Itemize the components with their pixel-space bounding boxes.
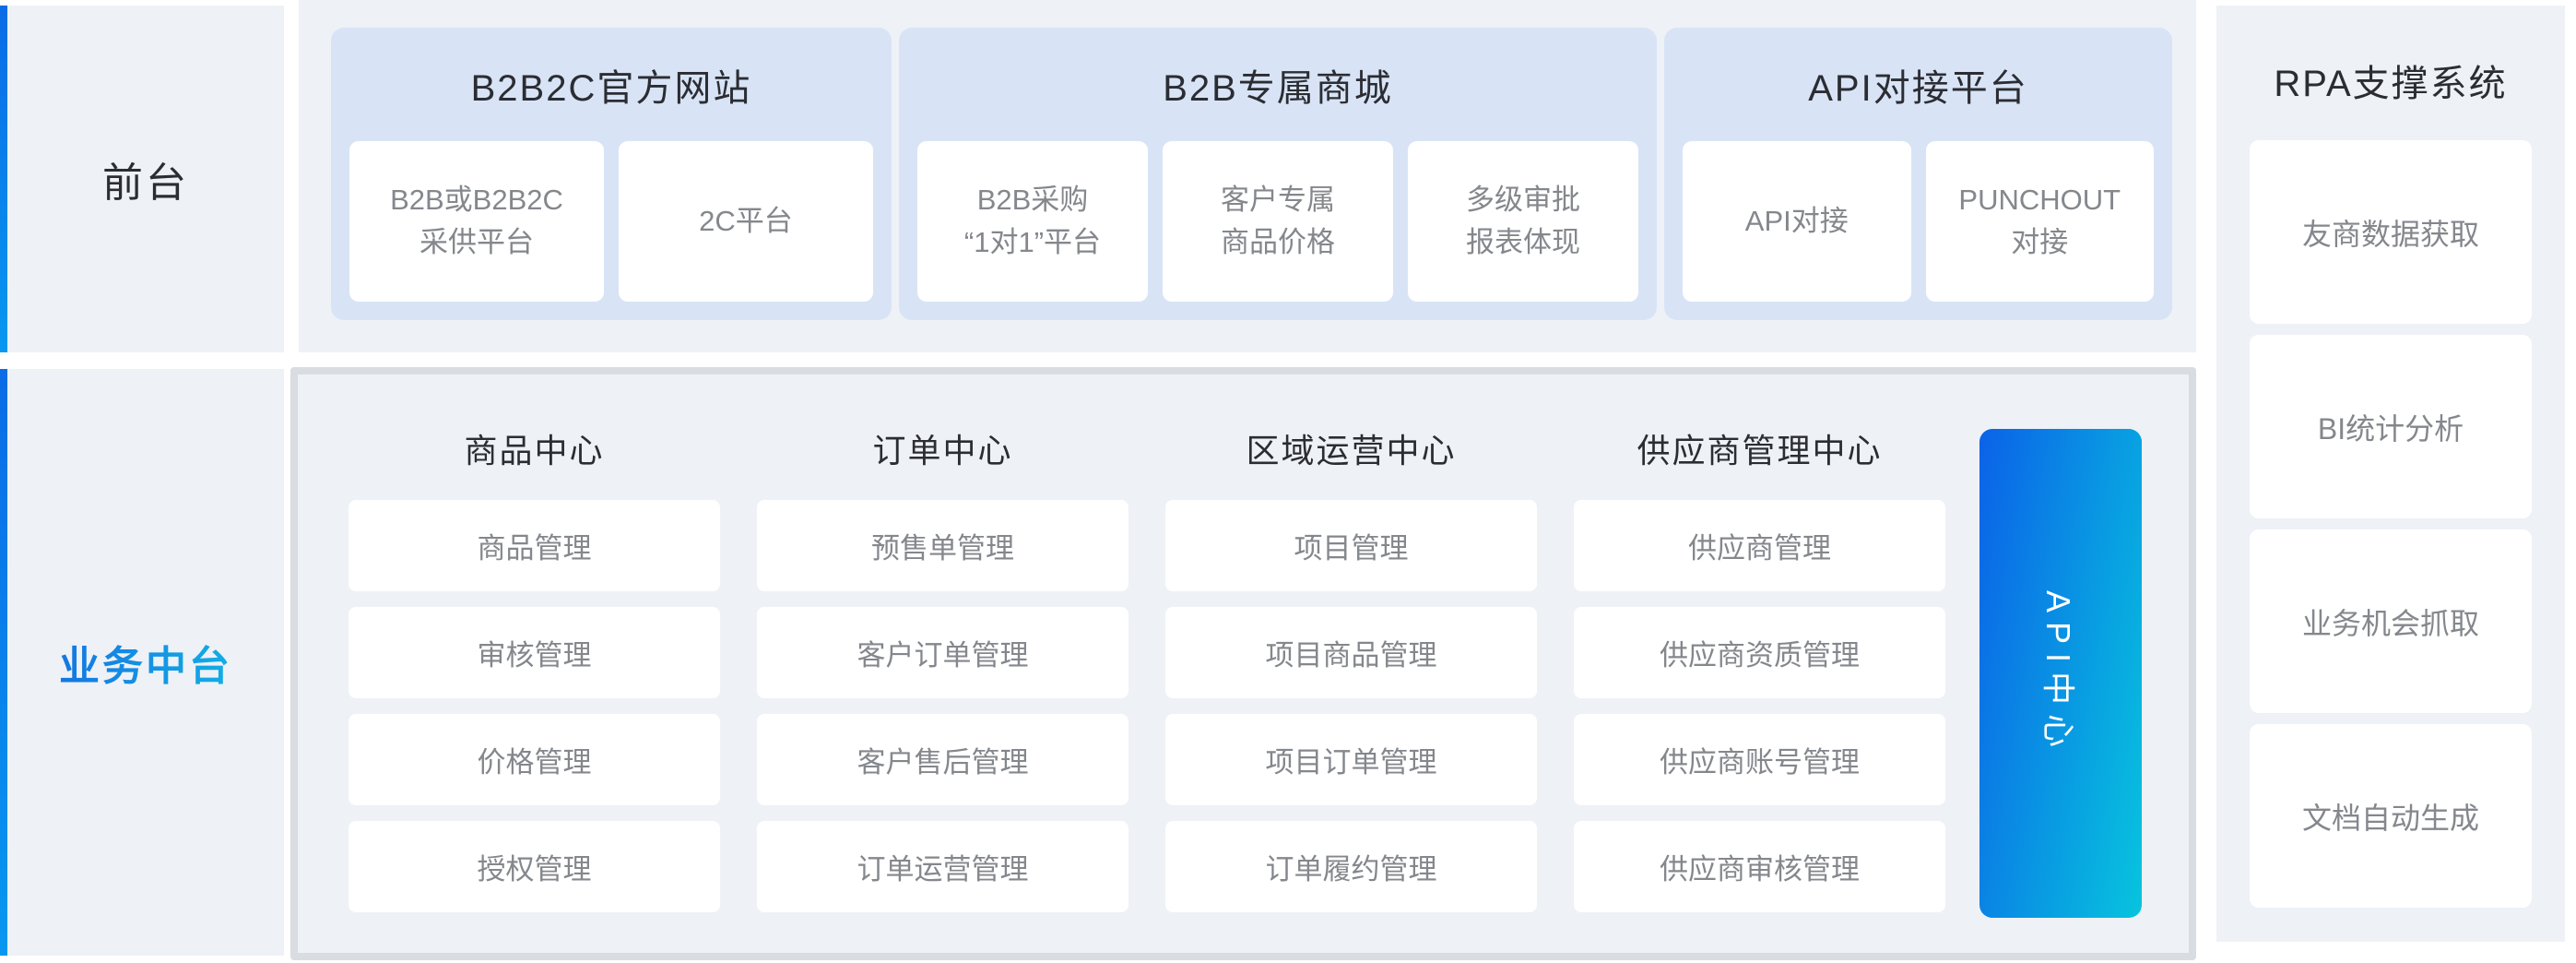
center-card-project-mgmt: 项目管理 (1165, 500, 1537, 591)
rpa-card-doc-autogen: 文档自动生成 (2250, 724, 2532, 908)
front-card-api-connect: API对接 (1683, 141, 1911, 302)
group-cards: B2B采购 “1对1”平台 客户专属 商品价格 多级审批 报表体现 (917, 141, 1638, 302)
rpa-support-panel: RPA支撑系统 友商数据获取 BI统计分析 业务机会抓取 文档自动生成 (2216, 6, 2565, 942)
group-b2b-mall: B2B专属商城 B2B采购 “1对1”平台 客户专属 商品价格 多 (899, 28, 1657, 320)
rpa-card-bi-analysis: BI统计分析 (2250, 335, 2532, 518)
group-title: B2B专属商城 (1163, 67, 1393, 109)
middle-accent-bar (0, 369, 7, 956)
column-goods-center: 商品中心 商品管理 审核管理 价格管理 授权管理 (349, 374, 720, 953)
middle-stage-label: 业务中台 (7, 369, 284, 956)
front-stage-label: 前台 (102, 160, 189, 206)
front-card-b2b-supply-platform: B2B或B2B2C 采供平台 (349, 141, 604, 302)
column-title: 商品中心 (464, 432, 605, 470)
column-region-operation-center: 区域运营中心 项目管理 项目商品管理 项目订单管理 订单履约管理 (1165, 374, 1537, 953)
center-card-customer-aftersale-mgmt: 客户售后管理 (757, 714, 1128, 805)
column-order-center: 订单中心 预售单管理 客户订单管理 客户售后管理 订单运营管理 (757, 374, 1128, 953)
center-card-review-mgmt: 审核管理 (349, 607, 720, 698)
front-card-multilevel-approval: 多级审批 报表体现 (1408, 141, 1638, 302)
column-title: 订单中心 (872, 432, 1013, 470)
center-card-supplier-account-mgmt: 供应商账号管理 (1574, 714, 1945, 805)
rpa-card-business-opportunity: 业务机会抓取 (2250, 529, 2532, 713)
group-b2b2c-website: B2B2C官方网站 B2B或B2B2C 采供平台 2C平台 (331, 28, 892, 320)
center-card-goods-mgmt: 商品管理 (349, 500, 720, 591)
rpa-card-competitor-data: 友商数据获取 (2250, 140, 2532, 324)
center-card-customer-order-mgmt: 客户订单管理 (757, 607, 1128, 698)
api-center-label: API中心 (2039, 589, 2077, 757)
front-card-punchout: PUNCHOUT 对接 (1925, 141, 2154, 302)
column-title: 区域运营中心 (1246, 432, 1457, 470)
center-card-order-fulfillment-mgmt: 订单履约管理 (1165, 821, 1537, 912)
front-card-2c-platform: 2C平台 (619, 141, 873, 302)
center-card-price-mgmt: 价格管理 (349, 714, 720, 805)
rpa-panel-title: RPA支撑系统 (2274, 64, 2508, 104)
middle-stage-panel: 业务中台 (0, 369, 284, 956)
front-card-customer-price: 客户专属 商品价格 (1163, 141, 1393, 302)
group-api-platform: API对接平台 API对接 PUNCHOUT 对接 (1664, 28, 2172, 320)
center-card-order-operation-mgmt: 订单运营管理 (757, 821, 1128, 912)
group-title: API对接平台 (1808, 67, 2028, 109)
center-card-project-goods-mgmt: 项目商品管理 (1165, 607, 1537, 698)
center-card-supplier-mgmt: 供应商管理 (1574, 500, 1945, 591)
center-card-presale-order-mgmt: 预售单管理 (757, 500, 1128, 591)
column-supplier-mgmt-center: 供应商管理中心 供应商管理 供应商资质管理 供应商账号管理 供应商审核管理 (1574, 374, 1945, 953)
column-title: 供应商管理中心 (1637, 432, 1883, 470)
center-card-supplier-qualification-mgmt: 供应商资质管理 (1574, 607, 1945, 698)
center-card-project-order-mgmt: 项目订单管理 (1165, 714, 1537, 805)
front-accent-bar (0, 6, 7, 352)
middle-stage-box: 商品中心 商品管理 审核管理 价格管理 授权管理 订单中心 预售单管理 客户订单… (290, 367, 2196, 960)
api-center-bar: API中心 (1979, 429, 2142, 918)
front-stage-panel: 前台 (0, 6, 284, 352)
group-title: B2B2C官方网站 (470, 67, 752, 109)
center-card-authorization-mgmt: 授权管理 (349, 821, 720, 912)
front-card-b2b-1to1-platform: B2B采购 “1对1”平台 (917, 141, 1148, 302)
group-cards: API对接 PUNCHOUT 对接 (1683, 141, 2154, 302)
front-stage-area: B2B2C官方网站 B2B或B2B2C 采供平台 2C平台 B2B专属商城 (299, 0, 2196, 352)
group-cards: B2B或B2B2C 采供平台 2C平台 (349, 141, 873, 302)
center-card-supplier-review-mgmt: 供应商审核管理 (1574, 821, 1945, 912)
